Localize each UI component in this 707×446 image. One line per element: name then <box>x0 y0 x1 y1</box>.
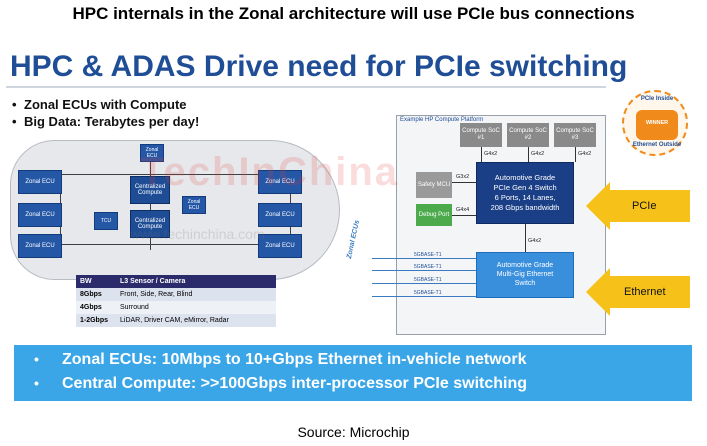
link-label: 5GBASE-T1 <box>414 290 442 296</box>
link-line <box>575 147 576 162</box>
platform-label: Example HP Compute Platform <box>400 117 484 123</box>
bullet-item: •Zonal ECUs with Compute <box>12 97 187 112</box>
vehicle-diagram: Zonal ECU Zonal ECU Zonal ECU Zonal ECU … <box>10 140 340 280</box>
column-header: L3 Sensor / Camera <box>116 275 276 288</box>
zonal-ecu: Zonal ECU <box>18 234 62 258</box>
link-label: G4x4 <box>456 207 470 213</box>
link-line <box>452 215 476 216</box>
link-line <box>481 147 482 162</box>
zonal-ecu-small: Zonal ECU <box>140 144 164 162</box>
pcie-arrow <box>586 182 690 230</box>
zonal-ecu: Zonal ECU <box>18 170 62 194</box>
zonal-ecu: Zonal ECU <box>258 170 302 194</box>
zonal-ecu: Zonal ECU <box>18 203 62 227</box>
pcie-arrow-label: PCIe <box>632 200 657 212</box>
compute-soc: Compute SoC #2 <box>507 123 549 147</box>
zonal-ecus-label: Zonal ECUs <box>346 219 362 260</box>
bandwidth-table: BW L3 Sensor / Camera 8Gbps Front, Side,… <box>76 275 276 327</box>
wire <box>150 160 151 250</box>
tcu-module: TCU <box>94 212 118 230</box>
slide: HPC & ADAS Drive need for PCIe switching… <box>0 30 707 418</box>
compute-soc: Compute SoC #3 <box>554 123 596 147</box>
wire <box>60 244 290 245</box>
link-label: G3x2 <box>456 174 470 180</box>
ethernet-link <box>372 283 476 284</box>
link-label: G4x2 <box>528 238 542 244</box>
pcie-switch: Automotive Grade PCIe Gen 4 Switch 6 Por… <box>476 162 574 224</box>
link-label: 5GBASE-T1 <box>414 264 442 270</box>
link-label: G4x2 <box>531 151 545 157</box>
banner-item: •Zonal ECUs: 10Mbps to 10+Gbps Ethernet … <box>34 351 527 368</box>
link-line <box>528 147 529 162</box>
title-divider <box>6 86 606 88</box>
ethernet-link <box>372 258 476 259</box>
centralized-compute: Centralized Compute <box>130 176 170 204</box>
link-label: 5GBASE-T1 <box>414 277 442 283</box>
slide-title: HPC & ADAS Drive need for PCIe switching <box>10 50 628 83</box>
ethernet-switch: Automotive Grade Multi-Gig Ethernet Swit… <box>476 252 574 298</box>
compute-soc: Compute SoC #1 <box>460 123 502 147</box>
ethernet-link <box>372 296 476 297</box>
watermark-url: www.techinchina.com <box>130 226 265 242</box>
pcie-inside-badge: PCIe Inside WINNER Ethernet Outside <box>622 90 688 156</box>
table-row: 4Gbps Surround <box>76 301 276 314</box>
table-header-row: BW L3 Sensor / Camera <box>76 275 276 288</box>
column-header: BW <box>76 275 116 288</box>
top-caption: HPC internals in the Zonal architecture … <box>72 4 635 23</box>
safety-mcu: Safety MCU <box>416 172 452 198</box>
link-line <box>525 224 526 252</box>
debug-port: Debug Port <box>416 204 452 226</box>
bullet-list: •Zonal ECUs with Compute •Big Data: Tera… <box>12 96 199 130</box>
table-row: 8Gbps Front, Side, Rear, Blind <box>76 288 276 301</box>
link-label: G4x2 <box>484 151 498 157</box>
ethernet-arrow <box>586 268 690 316</box>
ethernet-arrow-label: Ethernet <box>624 286 666 298</box>
bullet-item: •Big Data: Terabytes per day! <box>12 114 200 129</box>
summary-banner: •Zonal ECUs: 10Mbps to 10+Gbps Ethernet … <box>14 345 692 401</box>
centralized-compute: Centralized Compute <box>130 210 170 238</box>
link-line <box>452 182 476 183</box>
source-caption: Source: Microchip <box>297 424 410 440</box>
watermark: TechInChina <box>140 150 400 194</box>
zonal-ecu: Zonal ECU <box>258 203 302 227</box>
link-label: 5GBASE-T1 <box>414 252 442 258</box>
badge-center: WINNER <box>636 110 678 140</box>
ethernet-link <box>372 270 476 271</box>
banner-item: •Central Compute: >>100Gbps inter-proces… <box>34 375 527 392</box>
wire <box>60 174 290 175</box>
zonal-ecu: Zonal ECU <box>258 234 302 258</box>
table-row: 1-2Gbps LiDAR, Driver CAM, eMirror, Rada… <box>76 314 276 327</box>
link-label: G4x2 <box>578 151 592 157</box>
zonal-ecu-small: Zonal ECU <box>182 196 206 214</box>
